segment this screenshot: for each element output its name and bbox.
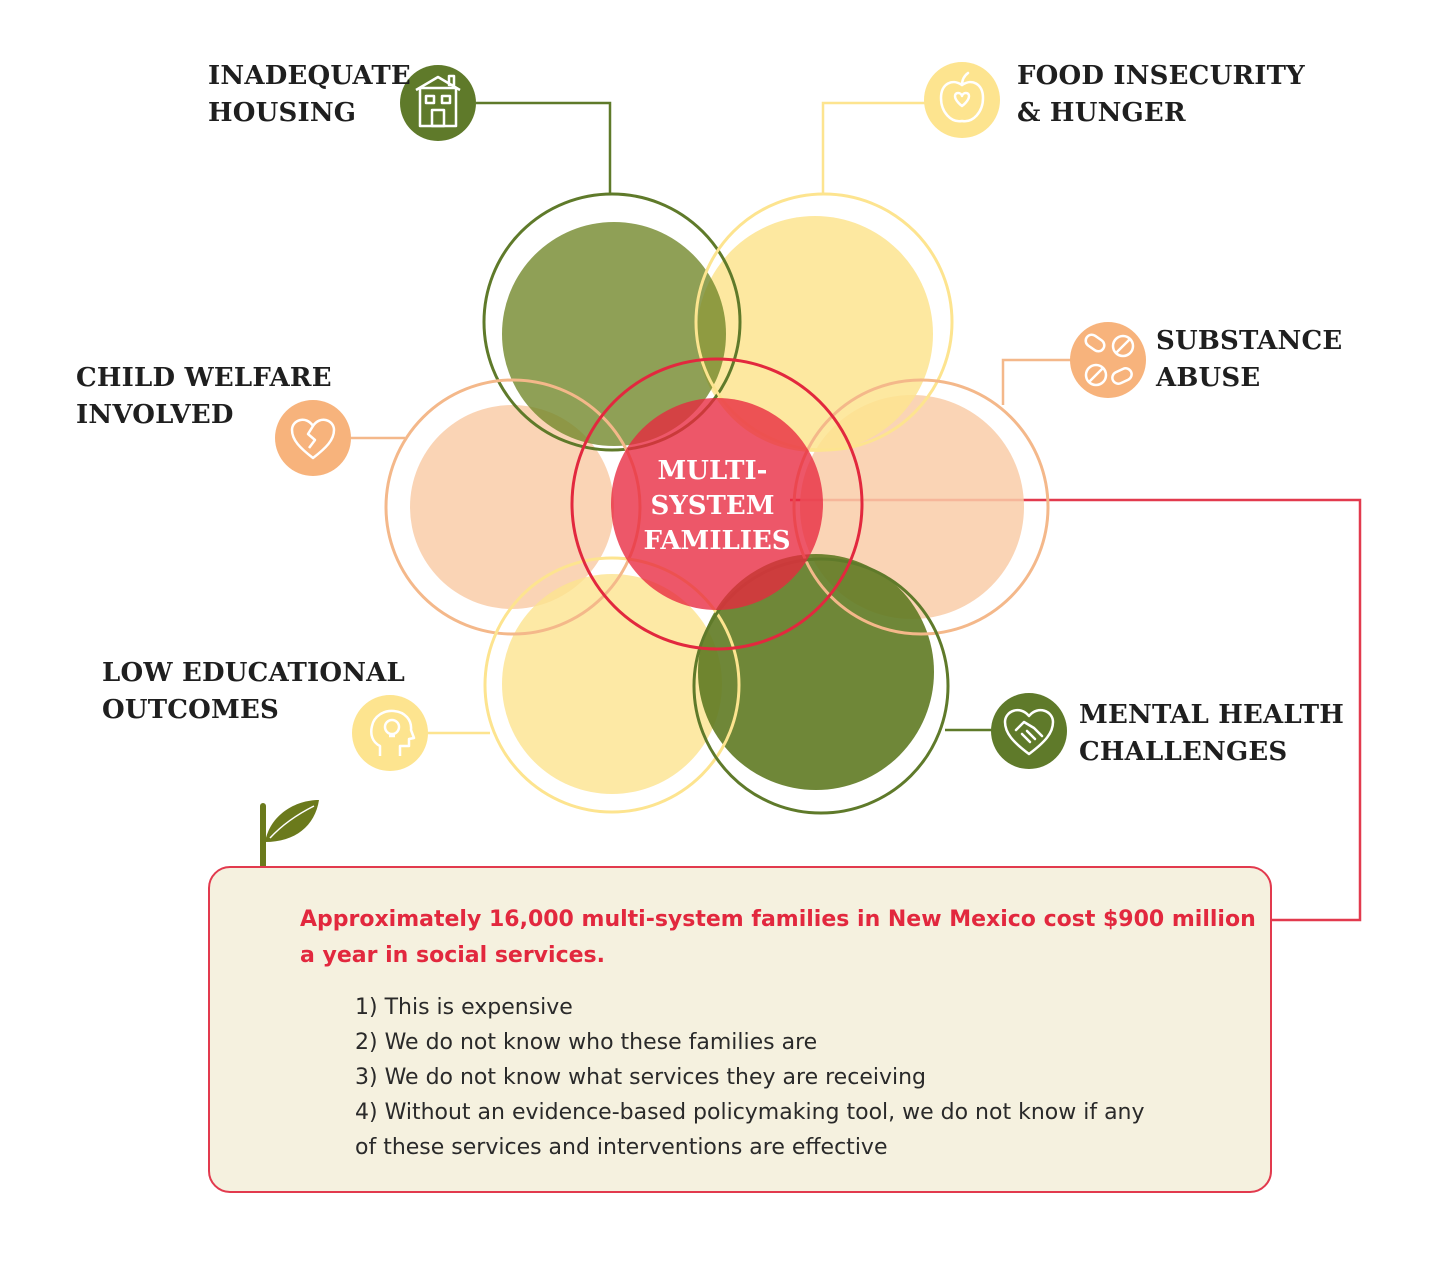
- pills-icon: [1070, 322, 1146, 398]
- callout-point: 1) This is expensive: [355, 990, 1255, 1025]
- center-label: MULTI- SYSTEM FAMILIES: [643, 456, 790, 556]
- callout-point-2-line-1: 2) We do not know who these families are: [355, 1030, 818, 1055]
- callout-point: 4) Without an evidence-based policymakin…: [355, 1095, 1255, 1165]
- education-label-line-1: LOW EDUCATIONAL: [102, 658, 406, 688]
- housing-petal: [502, 222, 726, 446]
- housing-label-line-2: HOUSING: [208, 98, 357, 128]
- child-welfare-petal: [410, 405, 614, 609]
- child-welfare-label-line-1: CHILD WELFARE: [76, 363, 332, 393]
- head-lightbulb-icon: [352, 695, 428, 771]
- center-line-1: MULTI-: [658, 456, 768, 486]
- callout-headline-line-2: a year in social services.: [300, 943, 605, 968]
- child-welfare-label: CHILD WELFARE INVOLVED: [76, 360, 332, 434]
- broken-heart-icon: [275, 400, 351, 476]
- center-ring: [570, 357, 864, 651]
- education-ring: [483, 556, 741, 814]
- housing-label: INADEQUATE HOUSING: [208, 58, 411, 132]
- mental-health-label-line-2: CHALLENGES: [1079, 737, 1288, 767]
- education-petal: [502, 574, 722, 794]
- callout-headline: Approximately 16,000 multi-system famili…: [300, 902, 1260, 974]
- callout-headline-line-1: Approximately 16,000 multi-system famili…: [300, 907, 1256, 932]
- mental-health-ring: [692, 557, 950, 815]
- substance-label: SUBSTANCE ABUSE: [1156, 323, 1342, 397]
- house-icon: [400, 65, 476, 141]
- food-label: FOOD INSECURITY & HUNGER: [1017, 58, 1305, 132]
- housing-connector: [476, 101, 612, 193]
- callout-point: 2) We do not know who these families are: [355, 1025, 1255, 1060]
- callout-point-4-line-1: 4) Without an evidence-based policymakin…: [355, 1100, 1145, 1125]
- callout-points: 1) This is expensive 2) We do not know w…: [355, 990, 1255, 1165]
- center-line-3: FAMILIES: [643, 526, 790, 556]
- food-connector: [821, 101, 926, 193]
- apple-heart-icon: [924, 62, 1000, 138]
- mental-health-label: MENTAL HEALTH CHALLENGES: [1079, 697, 1344, 771]
- center-node: MULTI- SYSTEM FAMILIES: [570, 357, 864, 651]
- substance-label-line-2: ABUSE: [1156, 363, 1261, 393]
- housing-ring: [482, 192, 742, 452]
- food-label-line-1: FOOD INSECURITY: [1017, 61, 1305, 91]
- callout-point-4-line-2: of these services and interventions are …: [355, 1135, 888, 1160]
- substance-connector: [1001, 358, 1071, 405]
- connector-lines: [351, 101, 1362, 922]
- center-fill: [611, 398, 823, 610]
- substance-label-line-1: SUBSTANCE: [1156, 326, 1343, 356]
- child-welfare-label-line-2: INVOLVED: [76, 400, 234, 430]
- callout-point-1-line-1: 1) This is expensive: [355, 995, 573, 1020]
- heart-handshake-icon: [991, 693, 1067, 769]
- education-label: LOW EDUCATIONAL OUTCOMES: [102, 655, 405, 729]
- food-petal: [697, 216, 933, 452]
- mental-health-petal: [698, 554, 934, 790]
- center-to-callout-connector: [790, 498, 1362, 922]
- mental-health-label-line-1: MENTAL HEALTH: [1079, 700, 1345, 730]
- food-label-line-2: & HUNGER: [1017, 98, 1186, 128]
- education-label-line-2: OUTCOMES: [102, 695, 279, 725]
- callout-point: 3) We do not know what services they are…: [355, 1060, 1255, 1095]
- food-ring: [694, 192, 954, 452]
- center-line-2: SYSTEM: [650, 491, 774, 521]
- callout-box: Approximately 16,000 multi-system famili…: [208, 866, 1272, 1193]
- callout-point-3-line-1: 3) We do not know what services they are…: [355, 1065, 927, 1090]
- housing-label-line-1: INADEQUATE: [208, 61, 411, 91]
